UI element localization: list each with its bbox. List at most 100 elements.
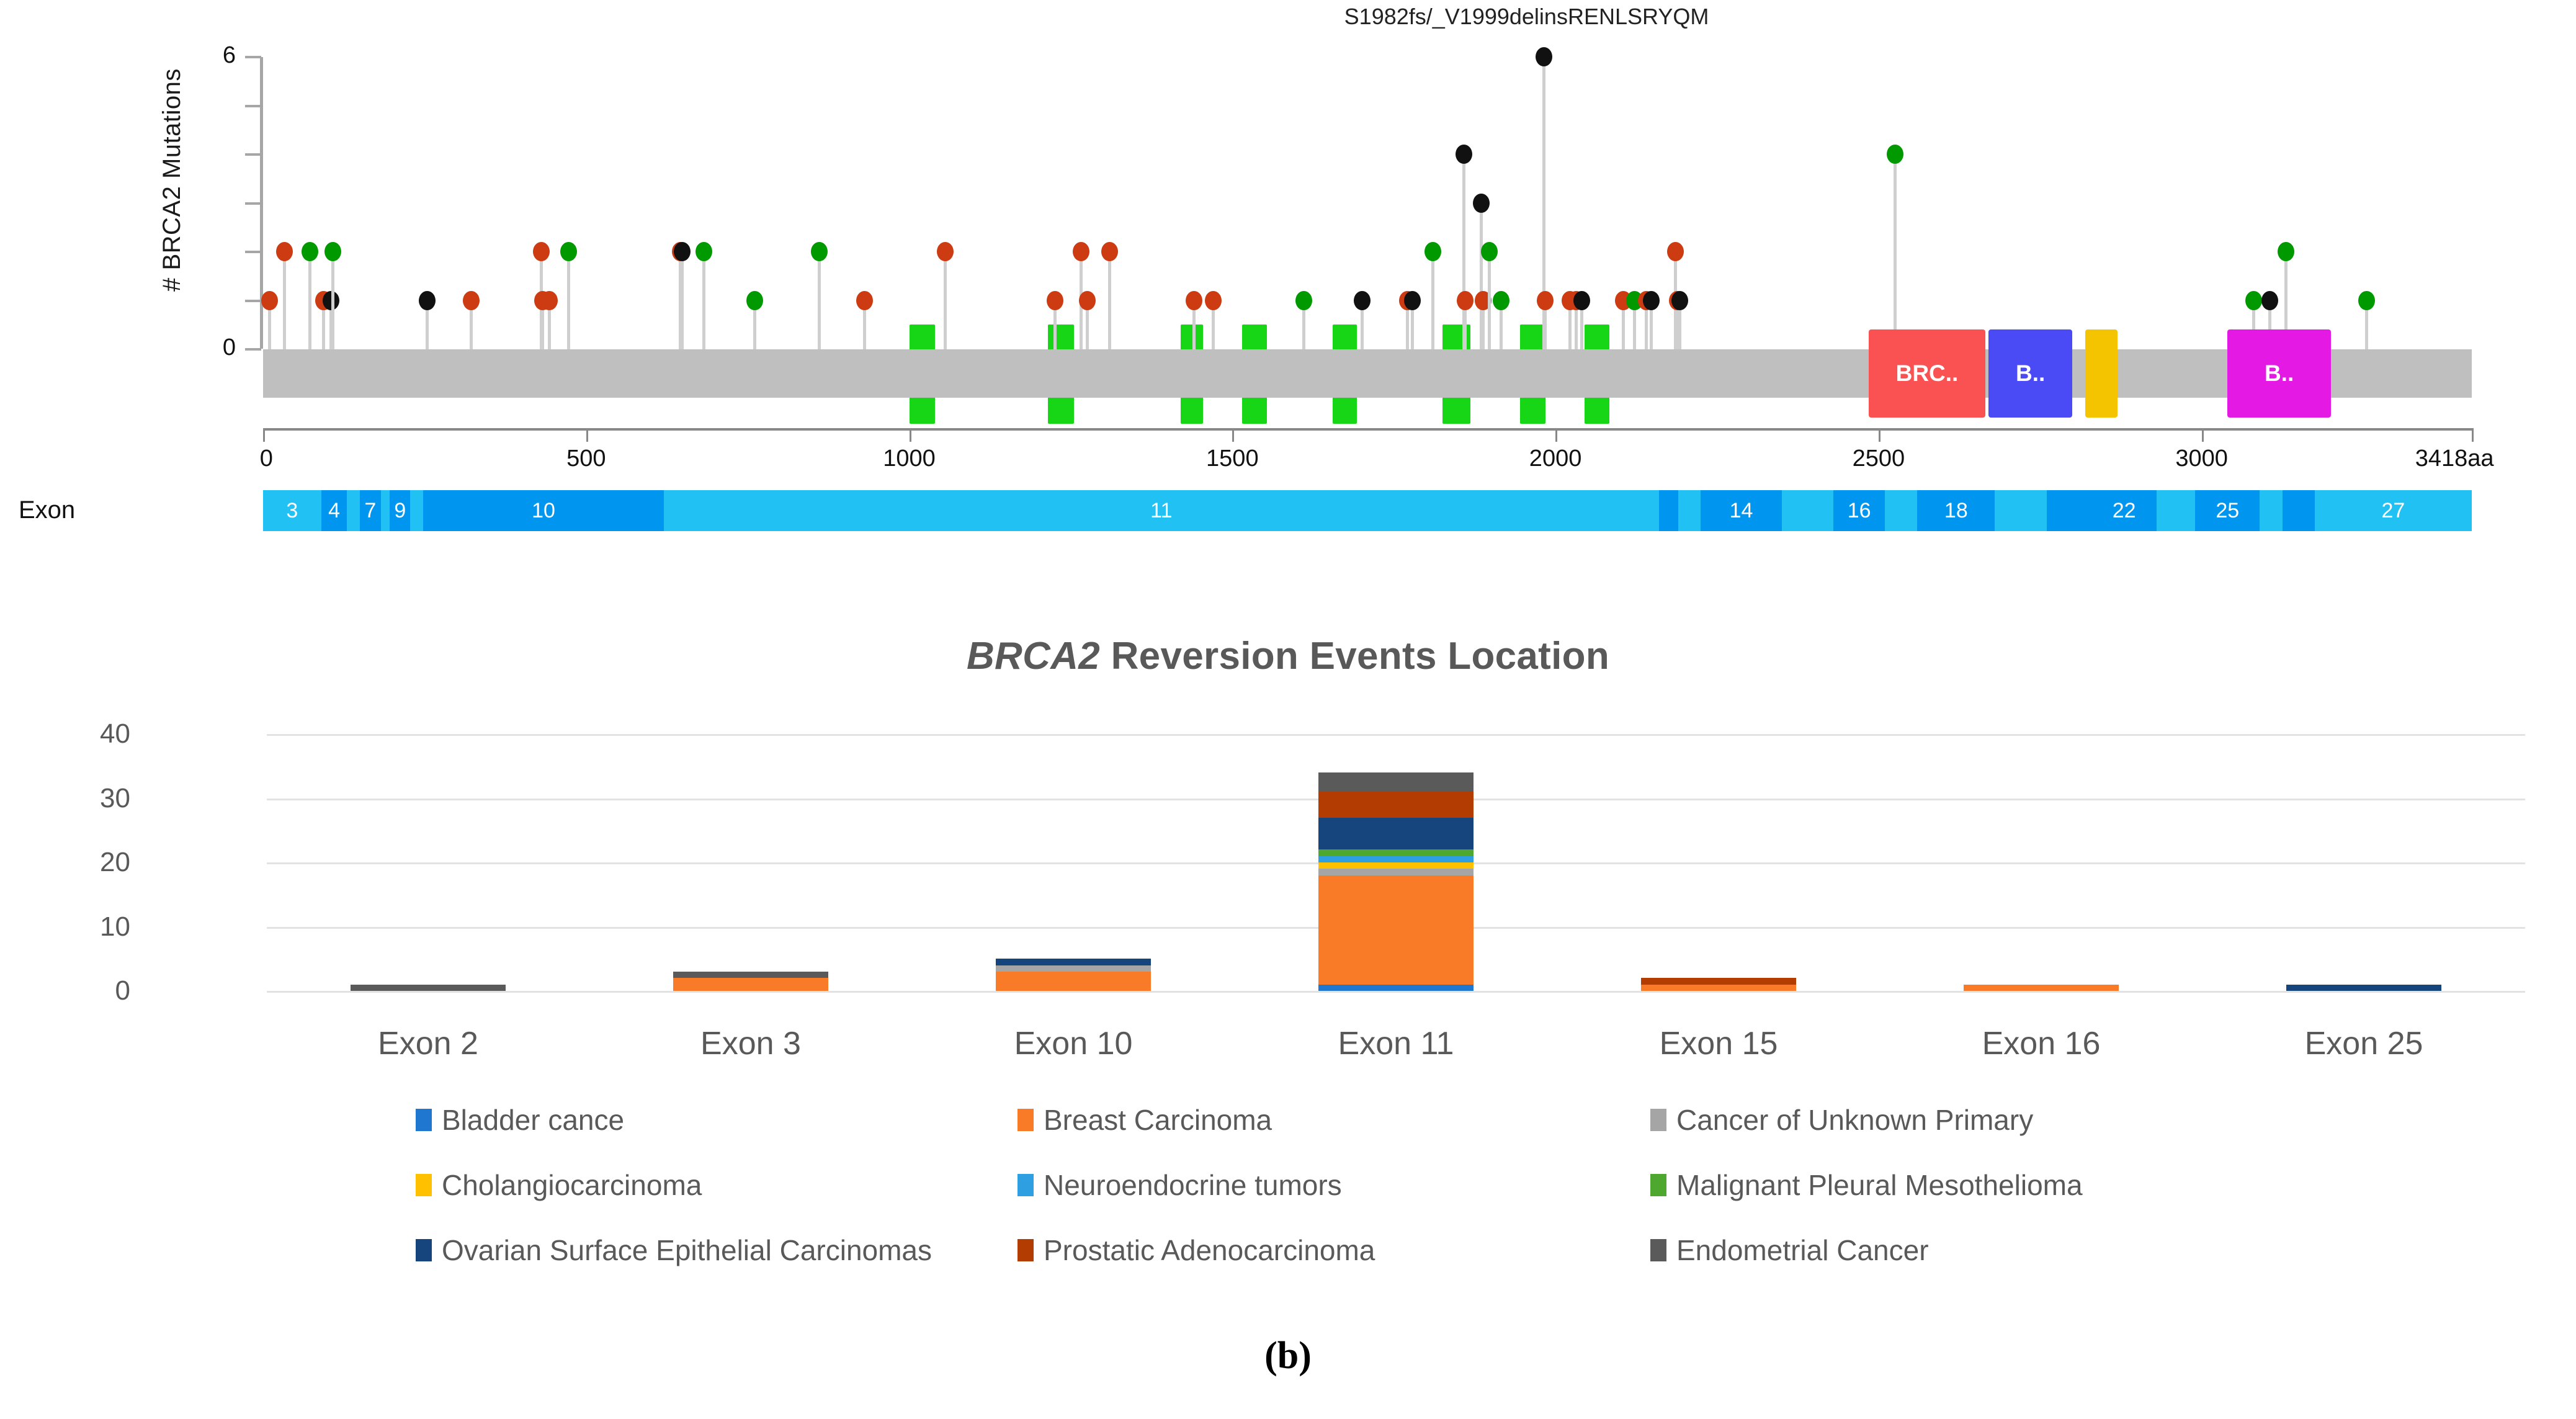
mutation-marker[interactable] bbox=[1046, 290, 1063, 310]
mutation-marker[interactable] bbox=[532, 242, 550, 261]
mutation-marker[interactable] bbox=[936, 242, 954, 261]
bar-segment[interactable] bbox=[1318, 862, 1474, 869]
bar-segment[interactable] bbox=[1641, 978, 1796, 985]
mutation-marker[interactable] bbox=[1886, 145, 1903, 164]
exon-segment[interactable] bbox=[1658, 490, 1678, 531]
legend-item[interactable]: Neuroendocrine tumors bbox=[1017, 1168, 1342, 1202]
stacked-bar-column[interactable] bbox=[1318, 734, 1474, 991]
exon-segment-25[interactable]: 25 bbox=[2195, 490, 2260, 531]
legend-item[interactable]: Cholangiocarcinoma bbox=[416, 1168, 702, 1202]
mutation-marker[interactable] bbox=[1473, 193, 1490, 213]
legend-item[interactable]: Bladder cance bbox=[416, 1103, 624, 1137]
protein-domain[interactable]: BRC.. bbox=[1869, 329, 1985, 418]
exon-segment-16[interactable]: 16 bbox=[1833, 490, 1885, 531]
exon-segment-9[interactable]: 9 bbox=[390, 490, 411, 531]
mutation-marker[interactable] bbox=[560, 242, 577, 261]
bar-segment[interactable] bbox=[351, 984, 506, 991]
mutation-marker[interactable] bbox=[276, 242, 293, 261]
mutation-marker[interactable] bbox=[261, 290, 279, 310]
bar-segment[interactable] bbox=[1318, 772, 1474, 792]
stacked-bar-column[interactable] bbox=[673, 734, 828, 991]
exon-segment-4[interactable]: 4 bbox=[321, 490, 347, 531]
mutation-marker[interactable] bbox=[418, 290, 436, 310]
exon-segment-14[interactable]: 14 bbox=[1701, 490, 1782, 531]
stacked-bar-column[interactable] bbox=[1641, 734, 1796, 991]
bar-segment[interactable] bbox=[1318, 875, 1474, 985]
mutation-marker[interactable] bbox=[1295, 290, 1312, 310]
mutation-marker[interactable] bbox=[2261, 290, 2278, 310]
mutation-marker[interactable] bbox=[1101, 242, 1119, 261]
mutation-marker[interactable] bbox=[1457, 290, 1474, 310]
exon-segment[interactable] bbox=[2282, 490, 2315, 531]
exon-segment-11[interactable]: 11 bbox=[663, 490, 1659, 531]
mutation-marker[interactable] bbox=[1353, 290, 1371, 310]
mutation-marker[interactable] bbox=[1403, 290, 1421, 310]
exon-segment-18[interactable]: 18 bbox=[1917, 490, 1995, 531]
exon-segment-22[interactable]: 22 bbox=[2091, 490, 2157, 531]
mutation-marker[interactable] bbox=[1536, 47, 1553, 66]
bar-segment[interactable] bbox=[1318, 817, 1474, 850]
legend-item[interactable]: Breast Carcinoma bbox=[1017, 1103, 1272, 1137]
bar-segment[interactable] bbox=[1318, 792, 1474, 818]
bar-segment[interactable] bbox=[1964, 984, 2119, 991]
exon-segment[interactable] bbox=[1781, 490, 1833, 531]
legend-item[interactable]: Ovarian Surface Epithelial Carcinomas bbox=[416, 1233, 932, 1267]
mutation-marker[interactable] bbox=[746, 290, 763, 310]
legend-item[interactable]: Endometrial Cancer bbox=[1650, 1233, 1929, 1267]
bar-segment[interactable] bbox=[996, 959, 1151, 965]
bar-segment[interactable] bbox=[1318, 856, 1474, 862]
mutation-marker[interactable] bbox=[1078, 290, 1096, 310]
bar-segment[interactable] bbox=[1318, 869, 1474, 875]
mutation-marker[interactable] bbox=[301, 242, 318, 261]
bar-segment[interactable] bbox=[1641, 984, 1796, 991]
bar-segment[interactable] bbox=[1318, 849, 1474, 856]
mutation-marker[interactable] bbox=[856, 290, 873, 310]
exon-segment[interactable] bbox=[380, 490, 390, 531]
exon-segment-7[interactable]: 7 bbox=[360, 490, 381, 531]
mutation-marker[interactable] bbox=[1666, 242, 1684, 261]
mutation-marker[interactable] bbox=[463, 290, 480, 310]
mutation-marker[interactable] bbox=[810, 242, 828, 261]
bar-segment[interactable] bbox=[996, 965, 1151, 972]
mutation-marker[interactable] bbox=[1205, 290, 1222, 310]
exon-segment[interactable] bbox=[1995, 490, 2047, 531]
mutation-marker[interactable] bbox=[323, 290, 340, 310]
protein-domain[interactable]: B.. bbox=[1988, 329, 2073, 418]
mutation-marker[interactable] bbox=[1480, 242, 1498, 261]
exon-segment[interactable] bbox=[2046, 490, 2092, 531]
bar-segment[interactable] bbox=[673, 978, 828, 991]
mutation-marker[interactable] bbox=[1072, 242, 1089, 261]
exon-segment-10[interactable]: 10 bbox=[423, 490, 664, 531]
exon-segment[interactable] bbox=[410, 490, 424, 531]
mutation-marker[interactable] bbox=[324, 242, 342, 261]
exon-segment[interactable] bbox=[347, 490, 360, 531]
protein-domain[interactable]: B.. bbox=[2227, 329, 2331, 418]
exon-segment[interactable] bbox=[1885, 490, 1918, 531]
mutation-marker[interactable] bbox=[1643, 290, 1660, 310]
legend-item[interactable]: Cancer of Unknown Primary bbox=[1650, 1103, 2033, 1137]
mutation-marker[interactable] bbox=[1185, 290, 1202, 310]
mutation-marker[interactable] bbox=[673, 242, 691, 261]
bar-segment[interactable] bbox=[673, 971, 828, 978]
mutation-marker[interactable] bbox=[1492, 290, 1509, 310]
mutation-marker[interactable] bbox=[2245, 290, 2262, 310]
mutation-marker[interactable] bbox=[1573, 290, 1590, 310]
exon-segment-27[interactable]: 27 bbox=[2314, 490, 2472, 531]
mutation-marker[interactable] bbox=[1424, 242, 1442, 261]
mutation-marker[interactable] bbox=[2358, 290, 2376, 310]
exon-segment[interactable] bbox=[2260, 490, 2283, 531]
stacked-bar-column[interactable] bbox=[2286, 734, 2441, 991]
stacked-bar-column[interactable] bbox=[351, 734, 506, 991]
exon-segment[interactable] bbox=[2156, 490, 2196, 531]
bar-segment[interactable] bbox=[1318, 984, 1474, 991]
legend-item[interactable]: Prostatic Adenocarcinoma bbox=[1017, 1233, 1375, 1267]
mutation-marker[interactable] bbox=[1456, 145, 1473, 164]
exon-segment-3[interactable]: 3 bbox=[263, 490, 321, 531]
mutation-marker[interactable] bbox=[1671, 290, 1689, 310]
bar-segment[interactable] bbox=[996, 971, 1151, 991]
legend-item[interactable]: Malignant Pleural Mesothelioma bbox=[1650, 1168, 2083, 1202]
mutation-marker[interactable] bbox=[2278, 242, 2295, 261]
stacked-bar-column[interactable] bbox=[1964, 734, 2119, 991]
bar-segment[interactable] bbox=[2286, 984, 2441, 991]
mutation-marker[interactable] bbox=[1537, 290, 1554, 310]
